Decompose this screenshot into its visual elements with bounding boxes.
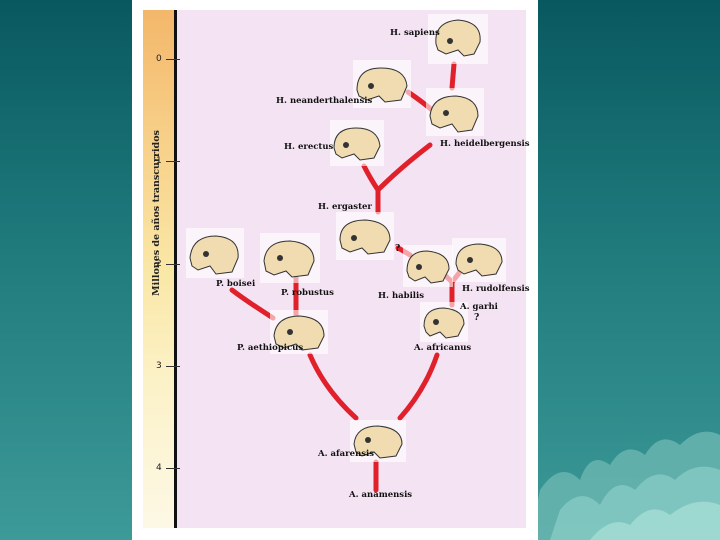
- skull-robustus-icon: [260, 233, 320, 283]
- label-boisei: P. boisei: [216, 279, 256, 289]
- skull-ergaster-icon: [336, 212, 394, 260]
- tick-2: [166, 264, 180, 265]
- tick-3: [166, 366, 180, 367]
- label-habilis: H. habilis: [378, 291, 425, 301]
- label-robustus: P. robustus: [281, 288, 334, 298]
- skull-neanderthalensis-icon: [353, 60, 411, 108]
- skull-sapiens-icon: [428, 14, 488, 64]
- label-erectus: H. erectus: [284, 142, 334, 152]
- branch-afarensis-aethiopicus: [307, 352, 359, 421]
- label-sapiens: H. sapiens: [390, 28, 440, 38]
- skull-rudolfensis-icon: [452, 238, 506, 282]
- time-axis-line: [174, 10, 177, 528]
- label-africanus: A. africanus: [414, 343, 472, 353]
- label-aethiopicus: P. aethiopicus: [237, 343, 304, 353]
- skull-boisei-icon: [186, 228, 244, 278]
- skull-garhi-icon: [420, 302, 468, 342]
- label-afarensis: A. afarensis: [318, 449, 375, 459]
- branch-ergaster-heidelbergensis: [375, 142, 433, 193]
- skull-erectus-icon: [330, 120, 384, 166]
- tick-label-1: 1: [156, 156, 162, 166]
- decorative-waves: [530, 431, 720, 540]
- uncertain-mark-garhi: ?: [474, 313, 480, 323]
- skull-heidelbergensis-icon: [426, 88, 484, 136]
- branch-ergaster-erectus: [361, 163, 381, 193]
- branch-afarensis-africanus: [397, 352, 440, 421]
- label-anamensis: A. anamensis: [349, 490, 413, 500]
- tick-label-0: 0: [156, 54, 162, 64]
- time-scale-bar: [143, 10, 174, 528]
- skull-aethiopicus-icon: [270, 310, 328, 354]
- branch-aethiopicus-boisei: [229, 287, 276, 321]
- branch-heidelbergensis-sapiens: [449, 61, 457, 91]
- label-ergaster: H. ergaster: [318, 202, 372, 212]
- tick-0: [166, 59, 180, 60]
- label-heidelbergensis: H. heidelbergensis: [440, 139, 530, 149]
- label-garhi: A. garhi: [460, 302, 498, 312]
- tick-4: [166, 468, 180, 469]
- tick-label-3: 3: [156, 361, 162, 371]
- tick-label-4: 4: [156, 463, 162, 473]
- uncertain-mark-ergaster: ?: [395, 244, 401, 254]
- tick-1: [166, 161, 180, 162]
- label-neanderthalensis: H. neanderthalensis: [276, 96, 373, 106]
- tick-label-2: 2: [156, 259, 162, 269]
- skull-habilis-icon: [403, 245, 453, 287]
- skull-afarensis-icon: [350, 420, 406, 462]
- label-rudolfensis: H. rudolfensis: [462, 284, 530, 294]
